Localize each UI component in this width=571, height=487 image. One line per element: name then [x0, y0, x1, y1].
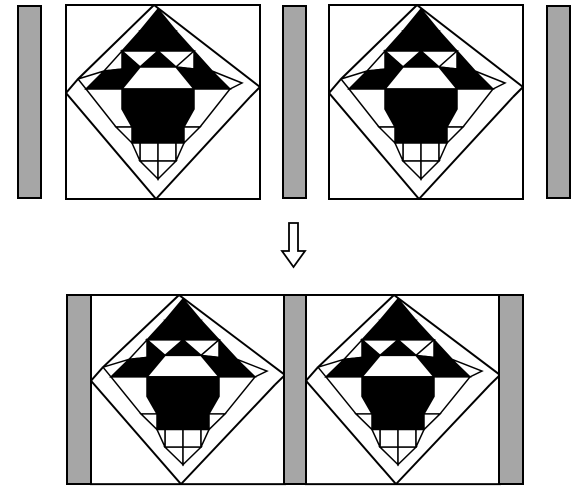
sashing-strip	[499, 295, 523, 484]
down-arrow-icon	[282, 223, 305, 267]
sashing-strip	[547, 6, 570, 198]
sashing-strip	[67, 295, 91, 484]
top-row	[18, 5, 570, 199]
basket-block	[329, 5, 523, 199]
sashing-strip	[283, 6, 306, 198]
bottom-row	[67, 295, 523, 484]
sashing-strip	[284, 295, 306, 484]
basket-block	[66, 5, 260, 199]
basket-block	[306, 295, 500, 484]
sashing-strip	[18, 6, 41, 198]
basket-block	[91, 295, 285, 484]
